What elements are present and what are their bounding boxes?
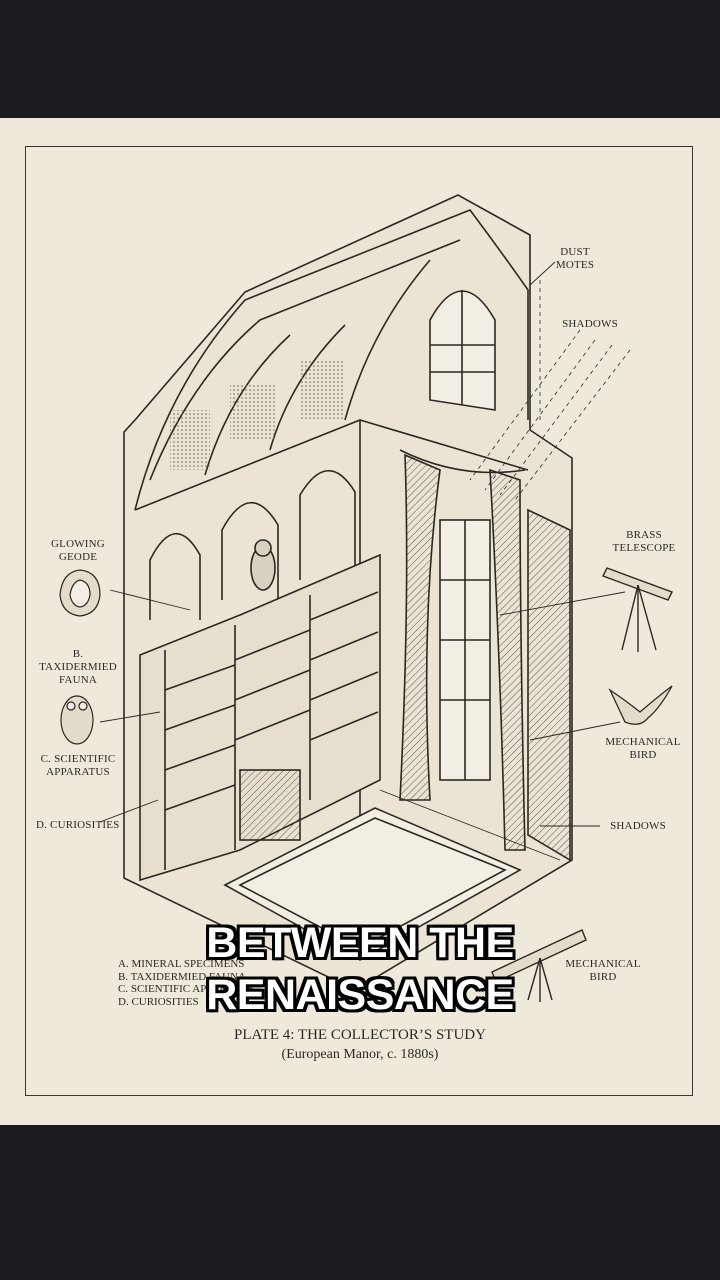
telescope-bottom-icon xyxy=(491,929,587,1002)
caption-line-2: RENAISSANCE xyxy=(206,971,514,1019)
legend-item: C. SCIENTIFIC APPARATUS xyxy=(118,983,255,995)
legend-item: A. MINERAL SPECIMENS xyxy=(118,958,245,970)
room-cutaway-illustration xyxy=(59,194,673,1002)
owl-icon xyxy=(60,695,94,745)
plate-border xyxy=(25,146,693,1096)
telescope-icon xyxy=(602,567,673,652)
letterbox-top xyxy=(0,0,720,118)
legend-item: B. TAXIDERMIED FAUNA xyxy=(118,970,246,983)
label-shadows-right: SHADOWS xyxy=(610,820,666,832)
geode-icon xyxy=(59,569,101,617)
label-shadows-top: SHADOWS xyxy=(562,318,618,330)
plate-subtitle: (European Manor, c. 1880s) xyxy=(281,1047,439,1062)
legend-item: D. CURIOSITIES xyxy=(118,995,199,1008)
label-curiosities: D. CURIOSITIES xyxy=(36,819,120,831)
plate-legend: A. MINERAL SPECIMENS B. TAXIDERMIED FAUN… xyxy=(118,958,254,1008)
plate-title: PLATE 4: THE COLLECTOR’S STUDY xyxy=(234,1027,486,1043)
caption-line-1: BETWEEN THE xyxy=(206,919,514,967)
letterbox-bottom xyxy=(0,1125,720,1280)
bird-icon xyxy=(608,685,673,725)
